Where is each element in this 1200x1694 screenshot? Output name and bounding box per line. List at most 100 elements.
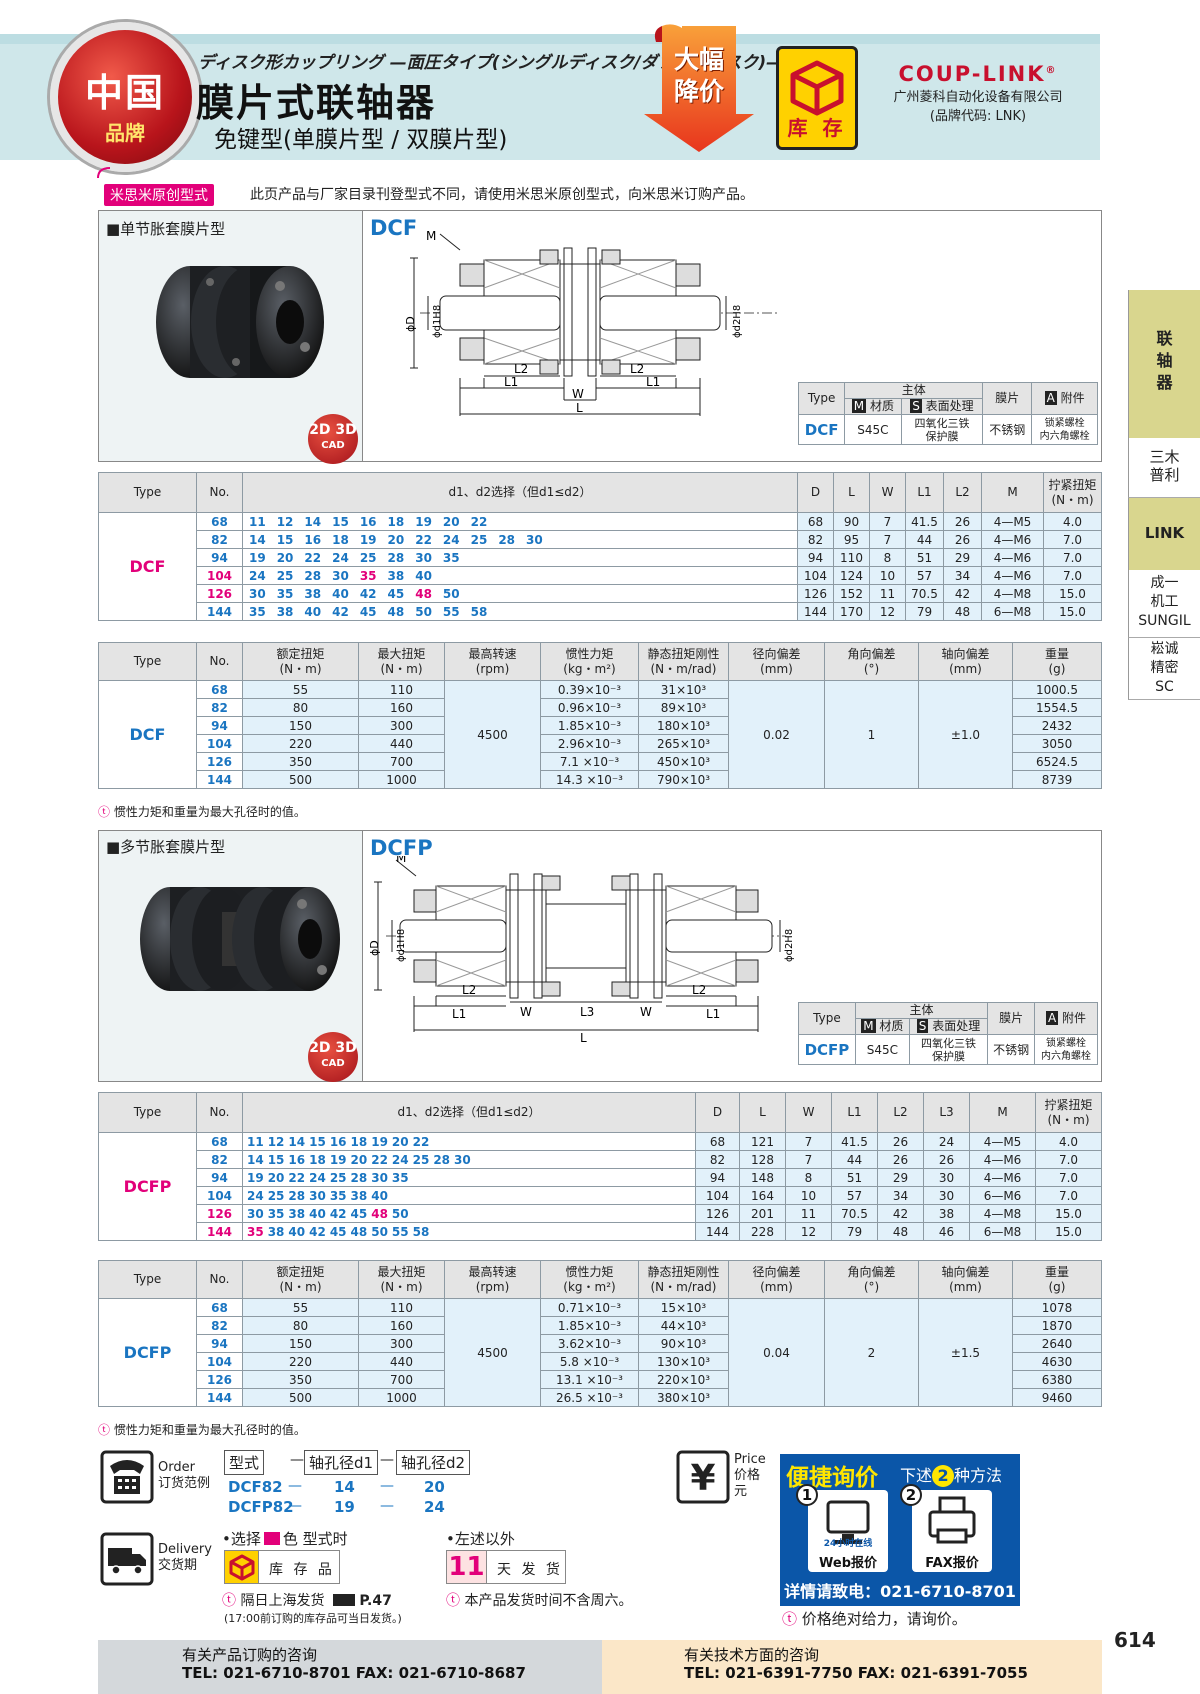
dim-torque: 15.0: [1035, 1222, 1102, 1241]
dcfp-dim-L2b: L2: [692, 983, 706, 997]
pcol-weight: 重量 (g): [1012, 642, 1102, 681]
dim-torque: 15.0: [1043, 602, 1102, 621]
diameter-option: 25: [267, 1188, 285, 1203]
diameter-option: 30: [247, 1206, 264, 1221]
diameter-option: 25: [329, 1170, 347, 1185]
fax-quote-label: FAX报价: [925, 1556, 979, 1571]
diameter-option: 22: [412, 1134, 430, 1149]
dim-l2: 26: [877, 1132, 924, 1151]
diameter-option: 40: [371, 1188, 388, 1203]
weight: 1554.5: [1012, 698, 1102, 717]
diameter-option: 28: [288, 1188, 306, 1203]
fax-icon: [928, 1496, 976, 1544]
dcfp-material-table: Type 主体 膜片 A 附件 M 材质 S 表面处理 DCFP S45C 四氧…: [798, 1002, 1098, 1065]
dim-l1: 44: [905, 530, 944, 549]
dim-torque: 7.0: [1035, 1186, 1102, 1205]
pcol-max: 最大扭矩 (N・m): [358, 642, 445, 681]
diameter-option: 58: [412, 1224, 430, 1239]
rated-torque: 500: [242, 1388, 359, 1407]
dcfp-dim-M: M: [396, 856, 406, 865]
pcol-radial: 径向偏差 (mm): [728, 642, 825, 681]
dcf-dim-d1: ϕd1H8: [432, 305, 443, 338]
stock-item-label: 库 存 品: [269, 1562, 335, 1578]
computer-icon: [826, 1500, 870, 1544]
sidebar-item-link[interactable]: LINK: [1128, 498, 1200, 570]
dcf-mini-surface: 四氧化三铁 保护膜: [900, 414, 984, 445]
col-sizes: d1、d2选择（但d1≤d2）: [242, 472, 798, 513]
diameter-option: 28: [498, 532, 516, 547]
sidebar-item-coupling[interactable]: 联 轴 器: [1128, 290, 1200, 438]
max-torque: 160: [358, 698, 445, 717]
diameter-option: 28: [304, 568, 322, 583]
sidebar-item-miki[interactable]: 三木 普利: [1128, 438, 1200, 498]
sidebar-item-sc[interactable]: 崧诚 精密 SC: [1128, 638, 1200, 700]
dcfp-cad-line2: CAD: [321, 1058, 345, 1069]
dcfp-cad-badge[interactable]: 2D 3D CAD: [308, 1032, 358, 1082]
size-no: 104: [196, 1352, 243, 1371]
dim-l2: 48: [943, 602, 982, 621]
sale-line2: 降价: [673, 77, 724, 106]
pcol-rated: 额定扭矩 (N・m): [242, 642, 359, 681]
torsional-stiffness: 44×10³: [638, 1316, 729, 1335]
dim-torque: 4.0: [1035, 1132, 1102, 1151]
china-brand-badge: 中国 品牌: [50, 22, 200, 172]
order-phone-icon: [100, 1450, 154, 1504]
diameter-option: 35: [391, 1170, 409, 1185]
price-label: Price 价格 元: [734, 1452, 766, 1500]
fax-quote-option[interactable]: FAX报价: [912, 1490, 992, 1572]
dim-w: 11: [785, 1204, 832, 1223]
dcf-mini-type: DCF: [797, 414, 846, 445]
size-no: 82: [196, 698, 243, 717]
torsional-stiffness: 265×10³: [638, 734, 729, 753]
footer-left-tel[interactable]: TEL: 021-6710-8701 FAX: 021-6710-8687: [182, 1664, 526, 1682]
page-ref[interactable]: P.47: [359, 1593, 392, 1609]
pcol-axial: 轴向偏差 (mm): [918, 1260, 1013, 1299]
diameter-option: 30: [309, 1188, 326, 1203]
diameter-option: 19: [371, 1134, 388, 1149]
diameter-option: 40: [304, 604, 322, 619]
pcol-speed: 最高转速 (rpm): [444, 642, 541, 681]
sidebar-item-sungil[interactable]: 成一 机工 SUNGIL: [1128, 570, 1200, 638]
diameter-option: 20: [350, 1152, 368, 1167]
dcf-technical-drawing: M ϕD ϕd1H8 ϕd2H8 L2 L2 L1 L1 W L: [404, 229, 780, 416]
diameter-option: 42: [359, 586, 377, 601]
inertia: 1.85×10⁻³: [540, 1316, 639, 1335]
type-cell: DCFP: [98, 1298, 197, 1407]
order-example-d2: 20: [424, 1478, 445, 1496]
dcfp-mini-surface-header: S 表面处理: [908, 1018, 989, 1035]
dim-l2: 26: [877, 1150, 924, 1169]
dim-d: 82: [695, 1150, 740, 1169]
rated-torque: 150: [242, 716, 359, 735]
torsional-stiffness: 380×10³: [638, 1388, 729, 1407]
dim-l: 201: [739, 1204, 786, 1223]
torsional-stiffness: 31×10³: [638, 680, 729, 699]
order-example-type: DCFP82: [228, 1498, 294, 1516]
diameter-option: 35: [276, 586, 294, 601]
web-quote-option[interactable]: 24小时在线 Web报价: [808, 1490, 888, 1572]
order-col-type: 型式: [224, 1450, 265, 1475]
col-L3: L3: [923, 1092, 970, 1133]
sale-text: 大幅 降价: [662, 44, 736, 108]
angular-misalignment: 2: [824, 1298, 919, 1407]
diameter-option: 24: [391, 1152, 409, 1167]
dim-l: 124: [833, 566, 870, 585]
pcol-type: Type: [98, 1260, 197, 1299]
diameter-option: 58: [470, 604, 488, 619]
web-24h-badge: 24小时在线: [823, 1539, 873, 1549]
dcf-cad-badge[interactable]: 2D 3D CAD: [308, 414, 358, 464]
weight: 2432: [1012, 716, 1102, 735]
dcf-mini-surface-header: S 表面处理: [900, 398, 984, 415]
diameter-option: 30: [526, 532, 543, 547]
dim-torque: 15.0: [1043, 584, 1102, 603]
original-type-tag: 米思米原创型式: [104, 184, 214, 206]
footer-right-tel[interactable]: TEL: 021-6391-7750 FAX: 021-6391-7055: [684, 1664, 1028, 1682]
type-cell: DCFP: [98, 1132, 197, 1241]
dim-m: 4—M5: [969, 1132, 1036, 1151]
weight: 8739: [1012, 770, 1102, 789]
stock-mini-badge: [225, 1551, 259, 1583]
stock-label: 库 存: [787, 116, 847, 140]
order-example-d1: 14: [334, 1478, 355, 1496]
diameter-option: 48: [371, 1206, 388, 1221]
